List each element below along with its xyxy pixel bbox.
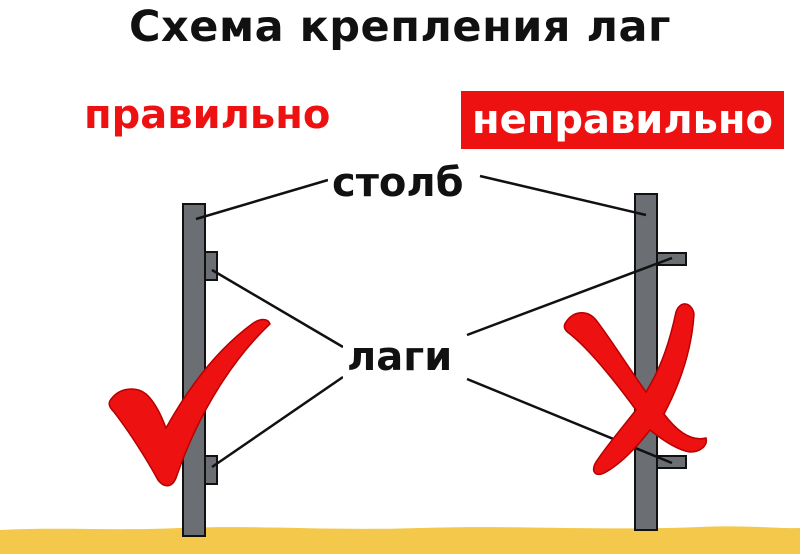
leader-post-left — [195, 178, 329, 221]
leader-post-right — [479, 174, 647, 217]
post-left — [182, 203, 206, 537]
leader-lag-left-top — [211, 268, 344, 349]
callout-post: столб — [328, 160, 468, 206]
incorrect-label: неправильно — [461, 91, 784, 149]
leader-lag-left-bottom — [211, 375, 344, 469]
leader-lag-right-bottom — [466, 377, 673, 465]
ground — [0, 526, 800, 554]
post-right — [634, 193, 658, 531]
leader-lag-right-top — [466, 256, 673, 337]
page-title: Схема крепления лаг — [129, 2, 671, 52]
correct-label: правильно — [84, 92, 331, 138]
callout-lag: лаги — [343, 334, 457, 380]
lag-left-bottom — [204, 455, 218, 485]
cross-mark-icon — [563, 303, 708, 476]
check-mark-icon — [108, 318, 271, 487]
lag-left-top — [204, 251, 218, 281]
